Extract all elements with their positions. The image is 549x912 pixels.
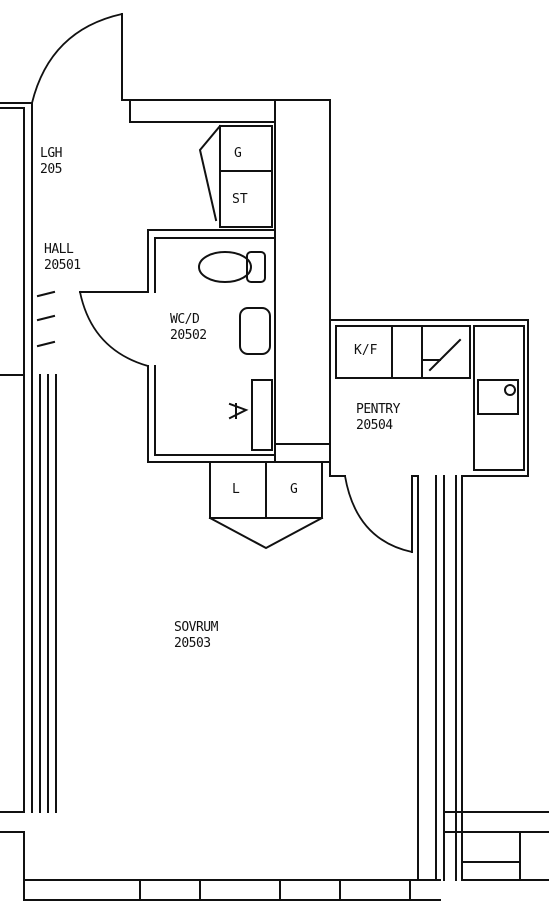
- room-label-lgh: LGH 205: [40, 146, 62, 178]
- closet-doors: [210, 518, 322, 548]
- wc-wall: [148, 455, 330, 462]
- bottom-wall: [24, 832, 440, 900]
- room-name: WC/D: [170, 312, 200, 327]
- window-left: [0, 280, 32, 375]
- basin: [240, 308, 270, 354]
- room-name: HALL: [44, 242, 74, 257]
- right-outer: [444, 812, 549, 880]
- pentry-door-swing: [345, 476, 412, 552]
- wc-door-swing: [80, 292, 148, 366]
- hob: [478, 380, 518, 414]
- outer-wall: [130, 100, 330, 320]
- wc-wall: [148, 366, 155, 462]
- cabinet: [392, 326, 422, 378]
- closet-st-label: ST: [232, 192, 248, 207]
- bottom-window: [140, 880, 410, 900]
- room-name: SOVRUM: [174, 620, 218, 635]
- room-number: 20501: [44, 258, 81, 273]
- shaft-wall: [275, 100, 330, 462]
- shower: [252, 380, 272, 450]
- room-number: 20502: [170, 328, 207, 343]
- room-label-pentry: PENTRY 20504: [356, 402, 400, 434]
- toilet-tank: [247, 252, 265, 282]
- room-name: LGH: [40, 146, 62, 161]
- bedroom-wall-left: [0, 812, 24, 832]
- closet-g-bottom-label: G: [290, 482, 298, 497]
- room-label-wc: WC/D 20502: [170, 312, 207, 344]
- room-number: 20503: [174, 636, 211, 651]
- entry-door-swing: [32, 14, 122, 103]
- room-name: PENTRY: [356, 402, 400, 417]
- hob-ring: [505, 385, 515, 395]
- pentry-wall: [330, 320, 528, 476]
- toilet: [199, 252, 251, 282]
- shower-sign: [230, 404, 246, 418]
- closet-g-bottom: [266, 462, 322, 518]
- stair: [422, 326, 470, 378]
- room-label-hall: HALL 20501: [44, 242, 81, 274]
- bedroom-wall-right: [418, 476, 462, 880]
- kf-label: K/F: [354, 343, 378, 358]
- closet-g-top: [220, 126, 272, 171]
- wc-wall: [148, 230, 275, 238]
- room-number: 205: [40, 162, 62, 177]
- room-number: 20504: [356, 418, 393, 433]
- outer-wall: [122, 100, 275, 122]
- bedroom-wall-left: [24, 375, 56, 812]
- outer-wall: [0, 103, 32, 108]
- closet-l-label: L: [232, 482, 240, 497]
- window-hatch: [38, 292, 54, 346]
- closet-g-top-label: G: [234, 146, 242, 161]
- outer-wall: [24, 103, 32, 280]
- wc-wall: [148, 230, 155, 292]
- closet-doors: [200, 126, 272, 227]
- pentry-wall: [330, 320, 470, 476]
- sink-cabinet: [474, 326, 524, 470]
- room-label-sovrum: SOVRUM 20503: [174, 620, 218, 652]
